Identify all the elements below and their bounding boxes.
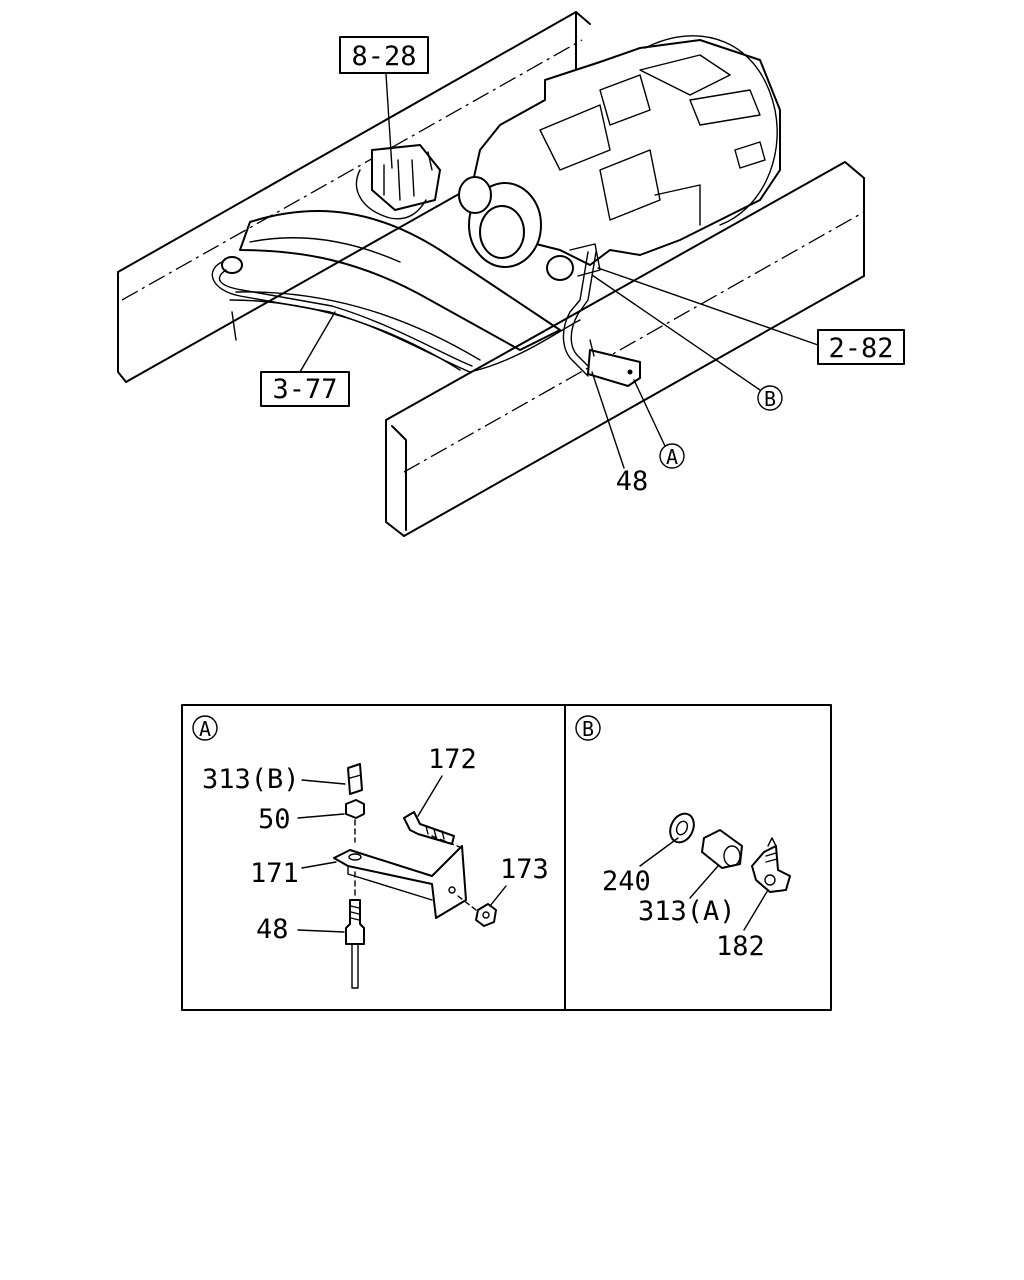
label-48-detail: 48 bbox=[256, 914, 289, 945]
label-173: 173 bbox=[500, 854, 549, 885]
callout-a-letter: A bbox=[666, 445, 678, 469]
main-exploded-view: 8-28 2-82 3-77 B A 48 bbox=[117, 11, 905, 537]
transmission-housing bbox=[458, 35, 781, 281]
frame-rail-lower bbox=[385, 161, 865, 537]
detail-b: B 240 313(A) 182 bbox=[575, 715, 791, 962]
leader-8-28 bbox=[385, 73, 393, 169]
detail-frame bbox=[181, 704, 832, 1011]
part-172-bolt bbox=[403, 811, 455, 845]
part-313a-union bbox=[701, 829, 743, 869]
ref-box-3-77[interactable]: 3-77 bbox=[260, 371, 350, 407]
callout-b-letter: B bbox=[764, 387, 776, 411]
label-172: 172 bbox=[428, 744, 477, 775]
detail-b-tag: B bbox=[582, 717, 594, 741]
leader-3-77 bbox=[299, 311, 336, 373]
part-173-nut bbox=[475, 903, 497, 927]
part-182-elbow bbox=[751, 845, 791, 893]
detail-a-tag: A bbox=[199, 717, 211, 741]
label-313b: 313(B) bbox=[202, 764, 300, 795]
ref-label-3-77: 3-77 bbox=[272, 374, 337, 405]
leader-2-82 bbox=[597, 267, 819, 346]
detail-a: A 313(B) bbox=[192, 715, 549, 989]
valve-assembly bbox=[355, 144, 441, 220]
label-240: 240 bbox=[602, 866, 651, 897]
callout-circle-a: A bbox=[659, 443, 685, 469]
callout-circle-b: B bbox=[757, 385, 783, 411]
ref-label-2-82: 2-82 bbox=[828, 333, 893, 364]
callout-48: 48 bbox=[616, 466, 649, 497]
leader-circle-b bbox=[591, 274, 761, 391]
leader-circle-a bbox=[633, 379, 666, 447]
leader-48 bbox=[591, 371, 625, 469]
ref-box-2-82[interactable]: 2-82 bbox=[817, 329, 905, 365]
brake-line-bracket bbox=[562, 251, 641, 387]
part-240-washer bbox=[669, 812, 695, 844]
label-171: 171 bbox=[250, 858, 299, 889]
ref-box-8-28[interactable]: 8-28 bbox=[339, 36, 429, 74]
label-313a: 313(A) bbox=[638, 896, 736, 927]
pipe-run bbox=[211, 256, 581, 373]
label-50: 50 bbox=[258, 804, 291, 835]
ref-label-8-28: 8-28 bbox=[351, 41, 416, 72]
part-50-nut bbox=[345, 799, 365, 819]
part-48-fitting bbox=[345, 899, 365, 945]
detail-panels: A 313(B) bbox=[181, 704, 832, 1011]
part-313b-union bbox=[347, 763, 363, 795]
part-171-bracket bbox=[333, 845, 467, 919]
label-182: 182 bbox=[716, 931, 765, 962]
